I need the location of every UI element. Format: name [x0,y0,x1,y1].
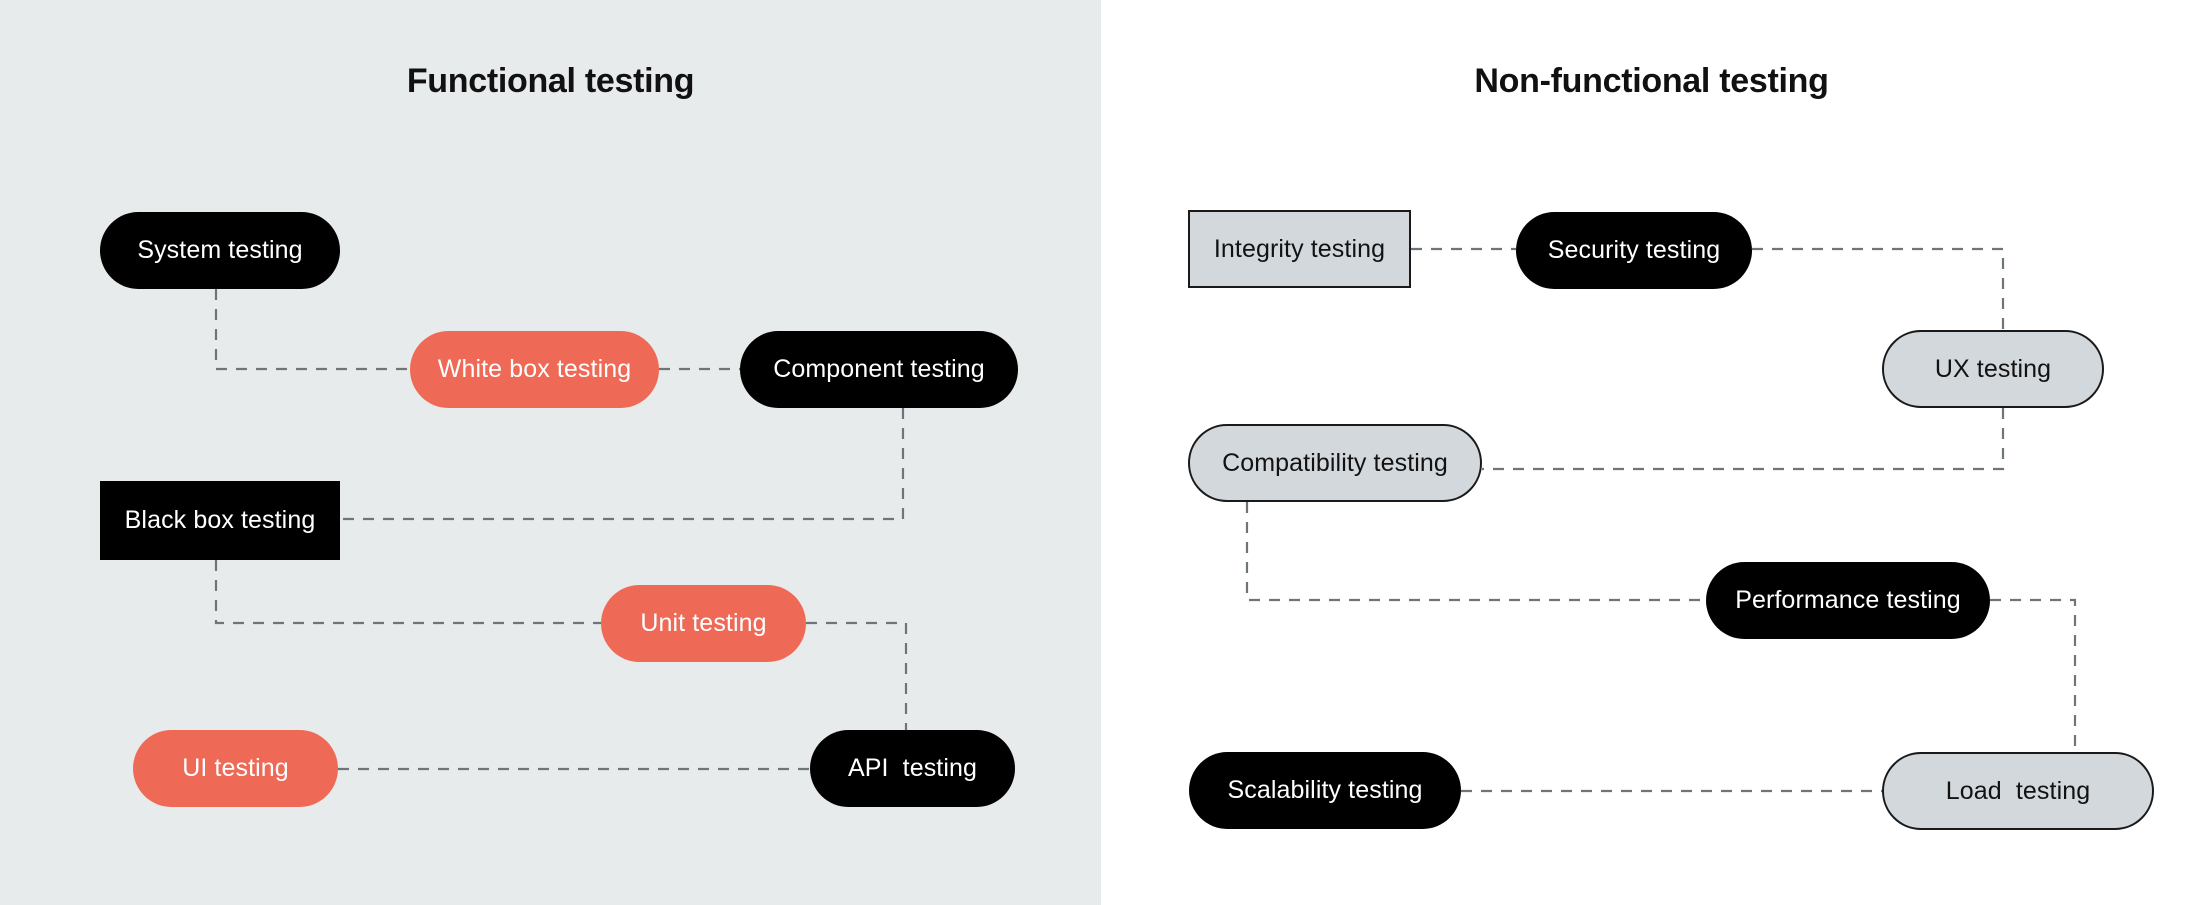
panel-title-functional: Functional testing [406,62,695,100]
node-api[interactable]: API testing [810,730,1015,807]
node-security[interactable]: Security testing [1516,212,1752,289]
node-scalability[interactable]: Scalability testing [1189,752,1461,829]
node-integrity[interactable]: Integrity testing [1188,210,1411,288]
node-component[interactable]: Component testing [740,331,1018,408]
node-compatibility[interactable]: Compatibility testing [1188,424,1482,502]
node-blackbox[interactable]: Black box testing [100,481,340,560]
node-performance[interactable]: Performance testing [1706,562,1990,639]
panel-title-non-functional: Non-functional testing [1474,62,1829,100]
node-load[interactable]: Load testing [1882,752,2154,830]
node-ux[interactable]: UX testing [1882,330,2104,408]
node-whitebox[interactable]: White box testing [410,331,659,408]
node-unit[interactable]: Unit testing [601,585,806,662]
node-ui[interactable]: UI testing [133,730,338,807]
node-system[interactable]: System testing [100,212,340,289]
